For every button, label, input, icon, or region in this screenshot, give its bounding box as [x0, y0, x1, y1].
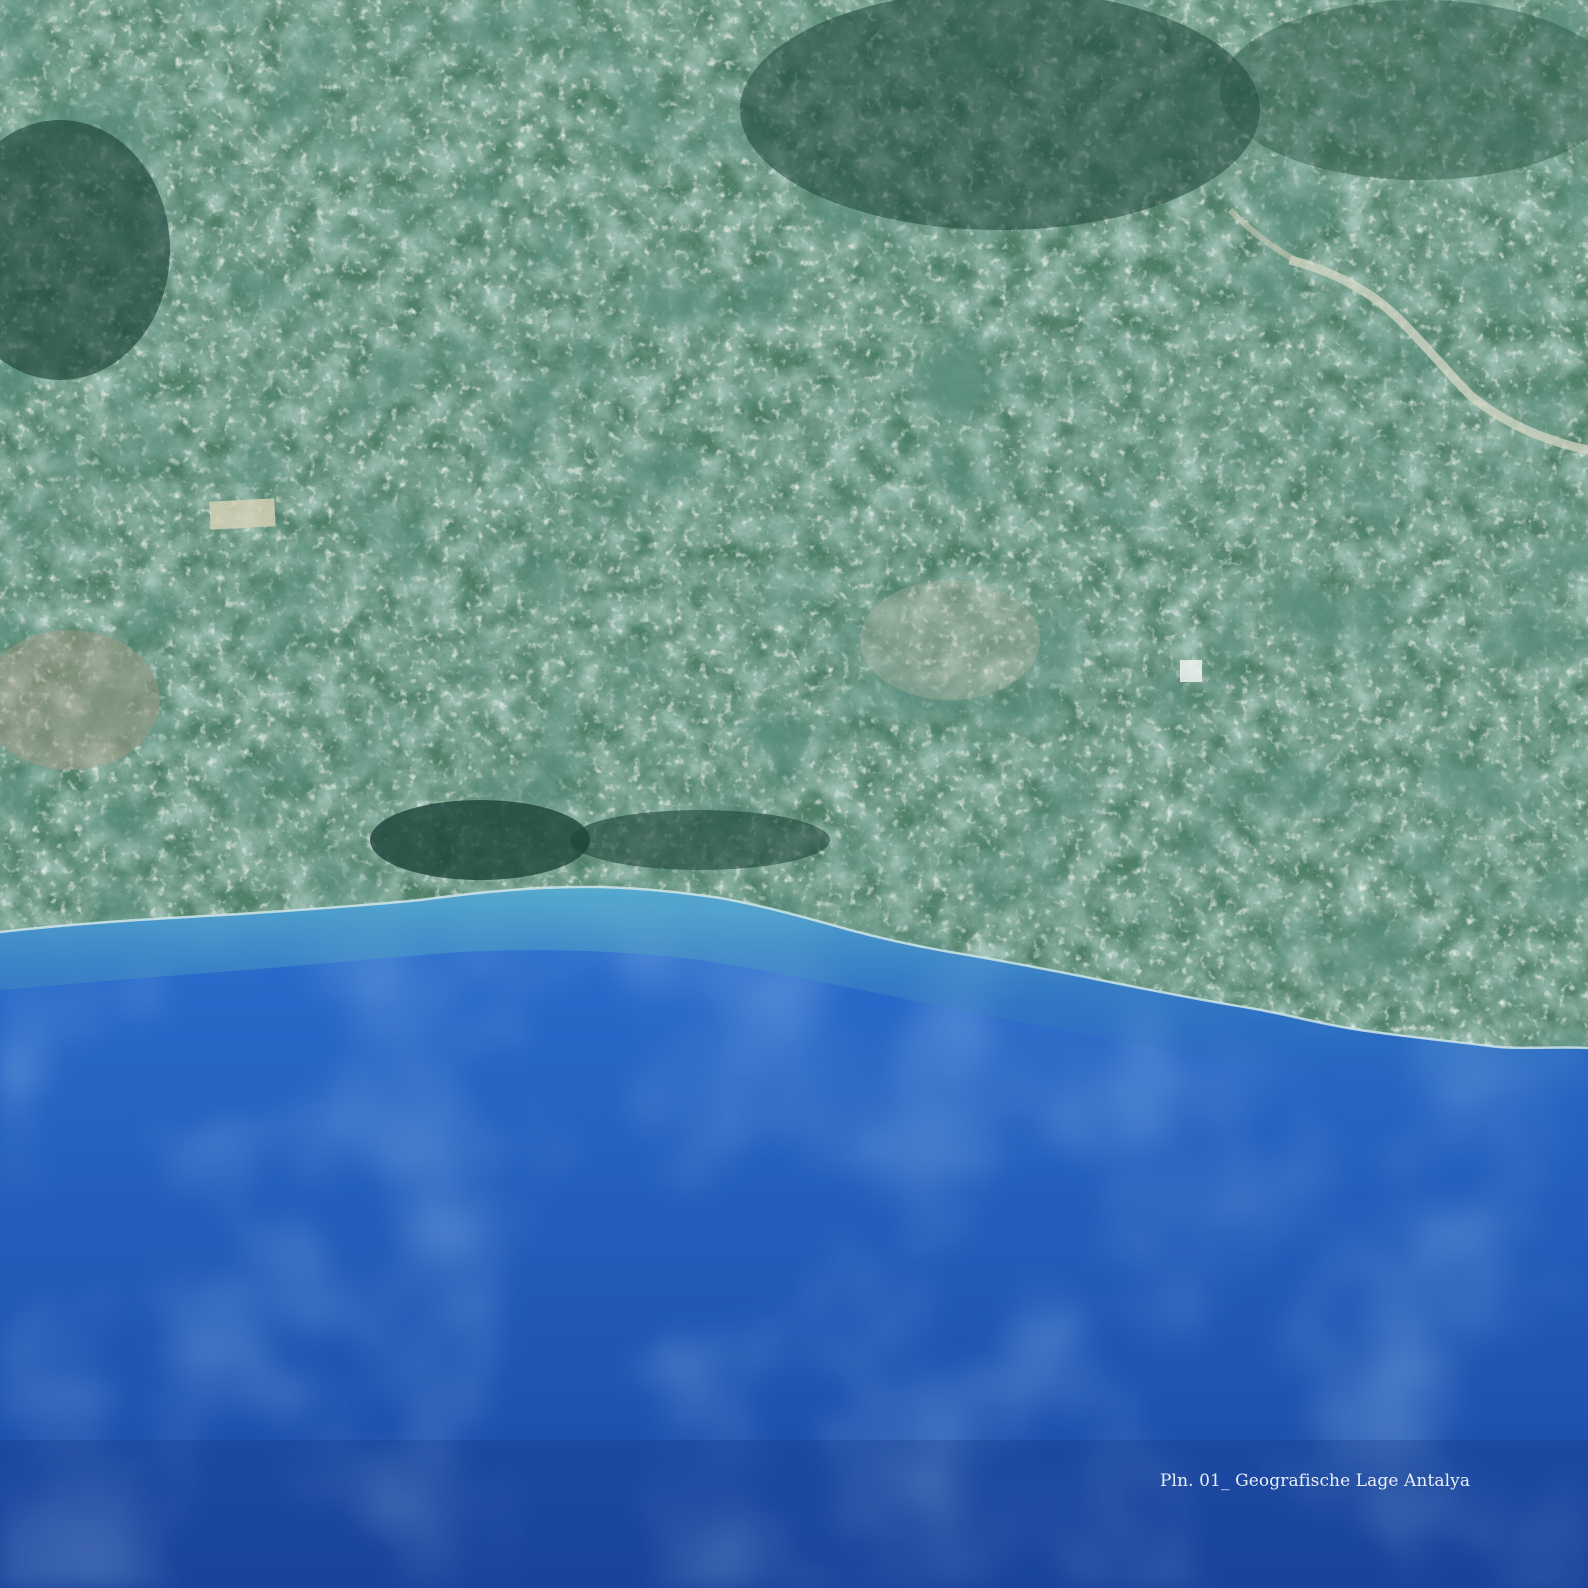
coastline	[0, 885, 1588, 1050]
map-caption: Pln. 01_ Geografische Lage Antalya	[1160, 1471, 1471, 1491]
coastal-shallows	[0, 886, 1588, 1110]
river	[1288, 255, 1588, 455]
land	[0, 0, 1588, 1048]
